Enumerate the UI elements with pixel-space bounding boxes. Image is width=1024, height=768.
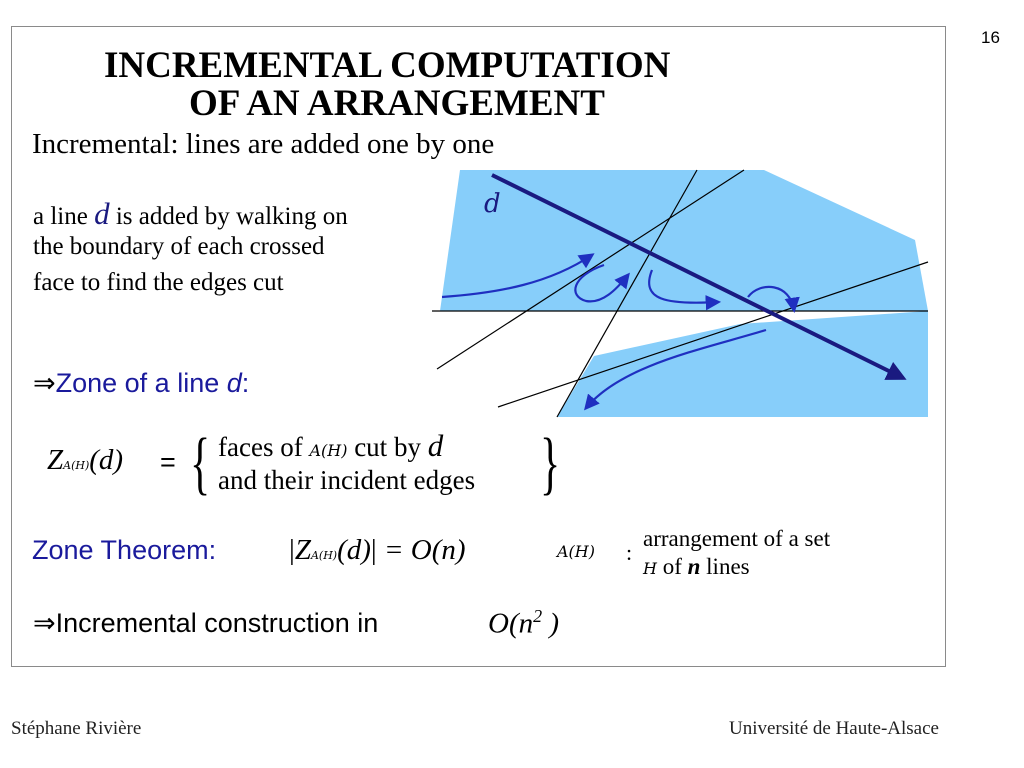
formula-close: ) [542,607,560,640]
explanation-variable-n: n [687,554,701,579]
slide-frame [11,26,946,667]
added-line-label: d [484,189,501,219]
added-line-d [491,173,907,380]
zone-heading: ⇒Zone of a line d: [33,368,249,399]
description-line1: a line d is added by walking on [33,196,348,232]
walk-arrow-1 [441,253,595,299]
zone-theorem-formula: |ZA(H)(d)| = O(n) [289,534,466,567]
diagonal-line-a [436,169,745,370]
theorem-explanation-line1: arrangement of a set [643,526,831,551]
explanation-text: of [656,554,688,579]
zone-definition-lhs: ZA(H)(d) [47,444,123,477]
crossed-faces [440,170,928,417]
footer-author: Stéphane Rivière [11,718,142,739]
brace-open: { [190,425,211,502]
walk-arrow-4 [747,285,800,314]
zone-argument: (d) [89,444,124,476]
theorem-explanation-line2: H of n lines [643,554,750,580]
line-set-symbol: H [643,559,657,578]
page-number: 16 [981,28,1000,47]
explanation-text: lines [700,554,750,579]
slide-title-line2: OF AN ARRANGEMENT [189,83,605,124]
footer-institution: Université de Haute-Alsace [729,718,939,739]
zone-theorem-label: Zone Theorem: [32,535,217,565]
incremental-complexity-formula: O(n2 ) [488,606,559,641]
zone-definition-equals: = [160,447,176,477]
diagonal-line-b [497,261,929,408]
formula-exponent: 2 [533,606,543,626]
slide-title-line1: INCREMENTAL COMPUTATION [104,45,671,86]
walk-arrow-5 [584,328,767,411]
slide-subtitle: Incremental: lines are added one by one [32,128,495,160]
zone-symbol: Z [294,534,311,566]
implies-arrow: ⇒ [33,368,56,398]
lower-face-region [557,311,928,417]
steep-line [556,169,698,418]
definition-text: faces of [218,432,310,462]
line-variable-d: d [94,196,110,231]
definition-text: cut by [347,432,428,462]
arrangement-symbol: A(H) [309,441,348,460]
incremental-text: Incremental construction in [55,608,379,638]
zone-definition-line1: faces of A(H) cut by d [218,428,443,464]
arrangement-lines [432,169,929,418]
upper-face-region [440,170,928,311]
description-text: a line [33,203,95,230]
theorem-colon: : [626,540,633,565]
abs-bar-open: | [289,534,295,566]
brace-close: } [540,425,561,502]
definition-variable-d: d [427,428,444,463]
description-line2: the boundary of each crossed [33,233,325,260]
zone-symbol: Z [47,444,64,476]
zone-subscript: A(H) [310,549,338,562]
description-line3: face to find the edges cut [33,269,284,296]
zone-bound: = O(n) [376,534,466,566]
zone-heading-text: Zone of a line [55,368,227,398]
implies-arrow: ⇒ [33,608,56,638]
zone-definition-line2: and their incident edges [218,465,476,495]
incremental-construction-line: ⇒Incremental construction in [33,608,378,639]
arrangement-symbol: A(H) [557,542,595,561]
zone-heading-colon: : [241,368,250,398]
formula-base: O(n [488,607,534,640]
walk-arrows [441,253,800,411]
zone-heading-variable: d [226,368,242,398]
description-text: is added by walking on [109,203,348,230]
walk-arrow-3 [648,269,722,311]
abs-bar-close: | [370,534,377,566]
walk-arrow-2 [574,263,630,303]
zone-argument: (d) [337,534,371,566]
zone-subscript: A(H) [63,459,90,472]
